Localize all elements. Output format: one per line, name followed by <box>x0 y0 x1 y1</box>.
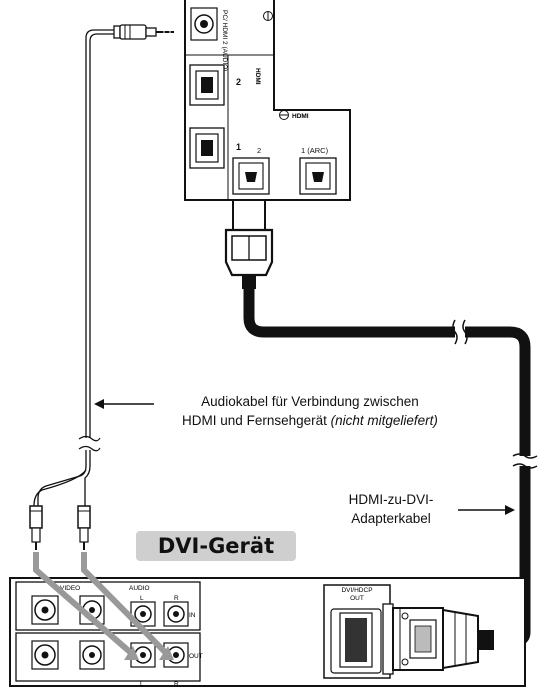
rca-connection-highlight-arrows <box>33 552 174 660</box>
dvi-plug <box>382 603 494 675</box>
not-included-note: (nicht mitgeliefert) <box>330 413 438 428</box>
tv-pc-audio-jack <box>190 7 218 41</box>
adapter-cable-pointer-arrow <box>458 505 515 515</box>
video-out-jack <box>79 640 105 670</box>
tv-hdmi-side-port-2 <box>189 64 225 106</box>
tv-panel: PC/ HDMI 2 (AUDIO) 2 HDMI 1 HDMI 2 1 (AR… <box>184 0 351 201</box>
tv-pc-audio-label: PC/ HDMI 2 (AUDIO) <box>221 10 228 71</box>
tv-headphone-icon <box>263 11 273 21</box>
audio-l-label-bottom: L <box>140 681 144 688</box>
tv-port-1-label: 1 (ARC) <box>301 146 329 155</box>
side-port-number-1: 1 <box>236 142 241 152</box>
tv-hdmi-header-icon <box>279 110 289 120</box>
in-label: IN <box>189 612 196 619</box>
tv-hdmi-side-port-1 <box>189 127 225 169</box>
dvi-out-port-panel: DVI/HDCP OUT <box>323 584 391 679</box>
cable-break-mark-right <box>512 453 538 469</box>
dvi-device: VIDEO AUDIO L R IN OUT L R <box>9 577 526 688</box>
dvi-device-title: DVI-Gerät <box>136 531 296 561</box>
cable-break-mark-top <box>452 319 468 345</box>
dvi-hdcp-label: DVI/HDCP <box>341 587 372 594</box>
rca-plug-right <box>77 505 91 550</box>
audio-cable <box>29 24 174 550</box>
dvi-out-label: OUT <box>350 595 364 602</box>
adapter-cable-annotation: HDMI-zu-DVI- Adapterkabel <box>326 490 456 528</box>
out-label: OUT <box>189 653 203 660</box>
audio-cable-break-mark <box>78 435 101 452</box>
audio-cable-annotation: Audiokabel für Verbindung zwischen HDMI … <box>160 392 460 430</box>
audio-r-in-jack <box>163 601 189 627</box>
adapter-line-1: HDMI-zu-DVI- <box>348 492 434 507</box>
audio-cable-pointer-arrow <box>94 399 154 409</box>
audio-r-label-bottom: R <box>174 681 179 688</box>
adapter-line-2: Adapterkabel <box>351 511 431 526</box>
tv-hdmi-bottom-port-1 <box>299 157 337 195</box>
tv-hdmi-vertical-label: HDMI <box>254 68 261 85</box>
s-video-in-jack <box>31 595 59 625</box>
audio-cable-line-2: HDMI und Fernsehgerät (nicht mitgeliefer… <box>160 411 460 430</box>
tv-hdmi-header-label: HDMI <box>292 113 309 120</box>
audio-mini-plug <box>113 24 174 40</box>
audio-r-label-top: R <box>174 595 179 602</box>
s-video-out-jack <box>31 640 59 670</box>
audio-cable-line-2-text: HDMI und Fernsehgerät <box>182 413 327 428</box>
audio-l-label-top: L <box>140 595 144 602</box>
video-label: VIDEO <box>60 585 80 592</box>
rca-plug-left <box>29 505 43 550</box>
tv-hdmi-bottom-port-2 <box>232 157 270 195</box>
hdmi-plug <box>224 199 274 289</box>
tv-port-2-label: 2 <box>257 146 261 155</box>
side-port-number-2: 2 <box>236 77 241 87</box>
audio-label: AUDIO <box>129 585 150 592</box>
audio-cable-line-1: Audiokabel für Verbindung zwischen <box>201 394 419 409</box>
